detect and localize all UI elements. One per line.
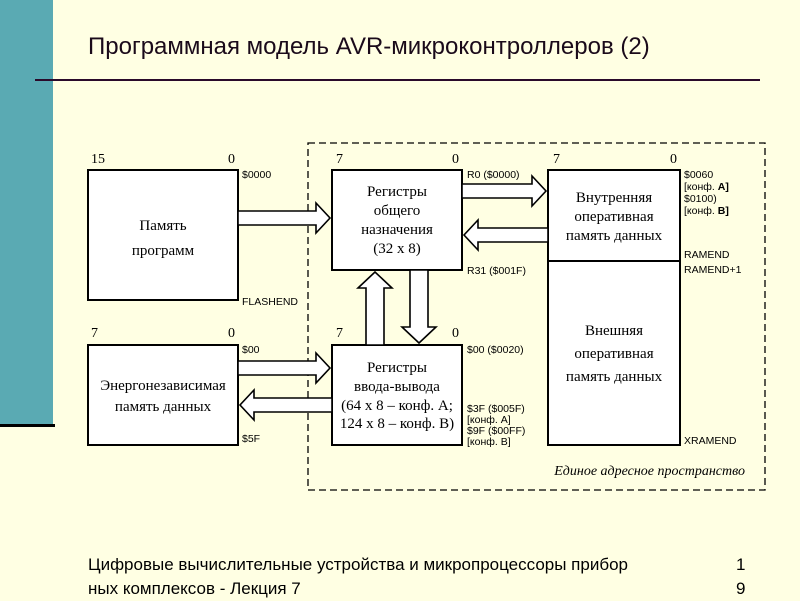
slide-title: Программная модель AVR-микроконтроллеров… bbox=[88, 33, 650, 60]
arrow-left-icon bbox=[462, 217, 549, 253]
arrow-up-icon bbox=[355, 270, 395, 346]
block-label: Память bbox=[139, 218, 186, 234]
bit-label: 15 bbox=[91, 152, 105, 167]
bit-label: 0 bbox=[452, 152, 459, 167]
bit-label: 7 bbox=[91, 326, 98, 341]
address-label: $0100) bbox=[684, 193, 717, 205]
block-label: ввода-вывода bbox=[354, 379, 440, 395]
block-label: программ bbox=[132, 243, 195, 259]
config-label: B] bbox=[718, 205, 729, 217]
address-label: $00 ($0020) bbox=[467, 344, 524, 356]
address-label: $0060 bbox=[684, 169, 713, 181]
bit-label: 0 bbox=[452, 326, 459, 341]
footer-line: ных комплексов - Лекция 7 bbox=[88, 579, 301, 598]
block-label: назначения bbox=[361, 222, 433, 238]
svg-text:[конф. B]: [конф. B] bbox=[684, 205, 729, 217]
eeprom-block: 7 0 Энергонезависимая память данных $00 … bbox=[87, 326, 260, 446]
block-label: (32 x 8) bbox=[373, 241, 421, 257]
title-divider bbox=[35, 79, 760, 81]
block-label: 124 x 8 – конф. B) bbox=[340, 416, 454, 432]
address-space-boundary bbox=[307, 142, 766, 491]
block-label: Энергонезависимая bbox=[100, 378, 226, 394]
config-label: [конф. B] bbox=[467, 436, 511, 448]
block-label: Регистры bbox=[367, 184, 427, 200]
arrow-right-icon bbox=[461, 173, 548, 209]
bit-label: 0 bbox=[228, 326, 235, 341]
address-label: RAMEND+1 bbox=[684, 264, 742, 276]
arrow-right-icon bbox=[237, 350, 332, 386]
page-number: 1 9 bbox=[736, 553, 750, 601]
bit-label: 7 bbox=[336, 326, 343, 341]
address-label: $3F ($005F) bbox=[467, 403, 525, 415]
address-label: RAMEND bbox=[684, 249, 730, 261]
block-label: (64 x 8 – конф. A; bbox=[341, 398, 453, 414]
block-label: общего bbox=[374, 203, 421, 219]
accent-divider bbox=[0, 424, 55, 427]
bit-label: 0 bbox=[228, 152, 235, 167]
block-label: оперативная bbox=[574, 209, 653, 225]
address-label: R0 ($0000) bbox=[467, 169, 520, 181]
address-label: $00 bbox=[242, 344, 260, 356]
block-label: память данных bbox=[566, 228, 663, 244]
page-number-digit: 1 bbox=[736, 555, 746, 574]
address-label: FLASHEND bbox=[242, 296, 298, 308]
address-space-label: Единое адресное пространство bbox=[553, 464, 745, 479]
bit-label: 7 bbox=[336, 152, 343, 167]
block-label: Внешняя bbox=[585, 323, 643, 339]
address-label: $9F ($00FF) bbox=[467, 425, 525, 437]
sram-block: 7 0 Внутренняя оперативная память данных… bbox=[547, 152, 742, 447]
slide-footer: Цифровые вычислительные устройства и мик… bbox=[88, 553, 728, 601]
block-label: память данных bbox=[115, 399, 212, 415]
footer-line: Цифровые вычислительные устройства и мик… bbox=[88, 555, 628, 574]
arrow-down-icon bbox=[399, 269, 439, 345]
address-label: $0000 bbox=[242, 169, 271, 181]
block-label: Внутренняя bbox=[576, 190, 652, 206]
config-label: A] bbox=[718, 181, 729, 193]
address-label: R31 ($001F) bbox=[467, 265, 526, 277]
io-registers-block: 7 0 Регистры ввода-вывода (64 x 8 – конф… bbox=[331, 326, 525, 448]
bit-label: 0 bbox=[670, 152, 677, 167]
program-memory-block: 15 0 Память программ $0000 FLASHEND bbox=[87, 152, 298, 308]
accent-bar bbox=[0, 0, 53, 425]
block-label: память данных bbox=[566, 369, 663, 385]
block-label: оперативная bbox=[574, 346, 653, 362]
config-label: [конф. A] bbox=[467, 414, 511, 426]
arrow-left-icon bbox=[238, 387, 333, 423]
address-label: $5F bbox=[242, 433, 260, 445]
svg-text:[конф. A]: [конф. A] bbox=[684, 181, 729, 193]
config-label: [конф. bbox=[684, 181, 718, 193]
config-label: [конф. bbox=[684, 205, 718, 217]
address-label: XRAMEND bbox=[684, 435, 737, 447]
bit-label: 7 bbox=[553, 152, 560, 167]
arrow-right-icon bbox=[237, 200, 332, 236]
block-label: Регистры bbox=[367, 360, 427, 376]
gpr-block: 7 0 Регистры общего назначения (32 x 8) … bbox=[331, 152, 526, 277]
page-number-digit: 9 bbox=[736, 579, 746, 598]
